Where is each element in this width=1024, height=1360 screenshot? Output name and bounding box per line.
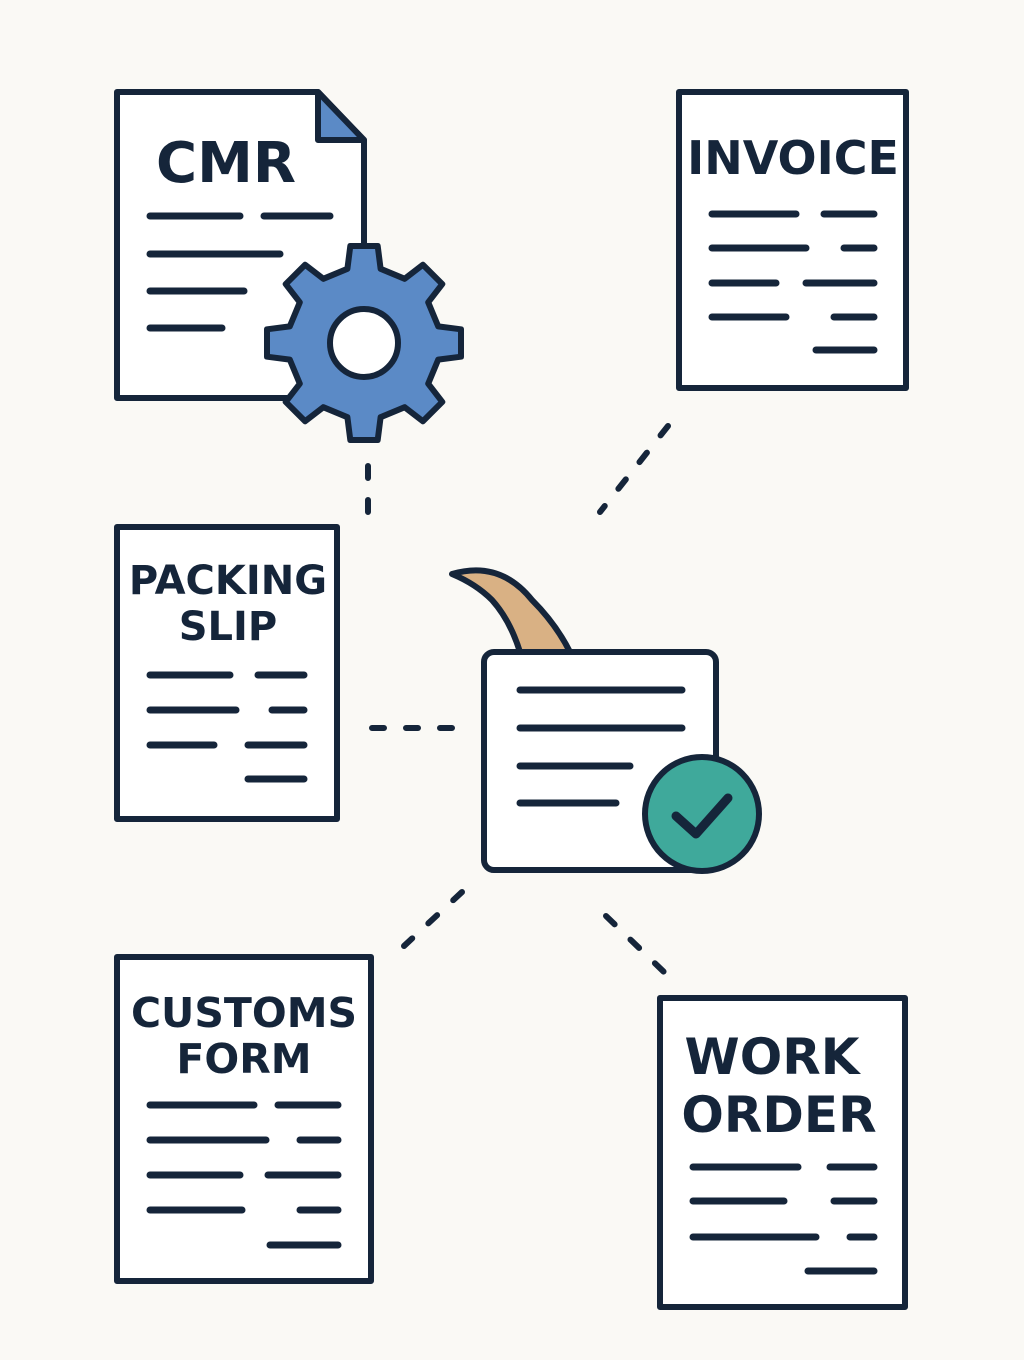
customs-form-text-lines bbox=[146, 1101, 342, 1249]
invoice-text-lines bbox=[708, 210, 878, 354]
invoice-document: INVOICE bbox=[676, 89, 909, 391]
approved-document bbox=[449, 567, 762, 874]
customs-form-page bbox=[114, 954, 374, 1284]
packing-slip-document: PACKING SLIP bbox=[114, 524, 340, 822]
folded-corner-icon bbox=[315, 89, 367, 143]
packing-slip-title-line1: PACKING bbox=[129, 558, 327, 604]
customs-form-document: CUSTOMS FORM bbox=[114, 954, 374, 1284]
work-order-title-line2: ORDER bbox=[681, 1086, 876, 1144]
customs-form-title-line1: CUSTOMS bbox=[131, 989, 357, 1037]
invoice-title: INVOICE bbox=[687, 131, 899, 185]
connector-invoice bbox=[597, 423, 671, 515]
invoice-page bbox=[676, 89, 909, 391]
checkmark-badge-circle bbox=[642, 754, 762, 874]
packing-slip-text-lines bbox=[146, 671, 308, 783]
gear-icon bbox=[264, 243, 464, 443]
checkmark-badge bbox=[642, 754, 762, 874]
customs-form-title-line2: FORM bbox=[176, 1035, 311, 1083]
connector-work-order bbox=[603, 913, 667, 975]
cmr-title: CMR bbox=[156, 131, 296, 196]
checkmark-icon bbox=[671, 793, 733, 839]
work-order-document: WORK ORDER bbox=[657, 995, 908, 1310]
work-order-page bbox=[657, 995, 908, 1310]
packing-slip-title-line2: SLIP bbox=[179, 604, 278, 650]
gear-hole bbox=[327, 306, 401, 380]
connector-customs-form bbox=[401, 889, 465, 949]
cmr-text-lines bbox=[146, 212, 334, 332]
work-order-text-lines bbox=[689, 1163, 878, 1275]
quill-icon bbox=[449, 567, 573, 655]
approved-document-text-lines bbox=[516, 686, 686, 807]
work-order-title-line1: WORK bbox=[685, 1028, 862, 1086]
connectors bbox=[365, 423, 671, 975]
